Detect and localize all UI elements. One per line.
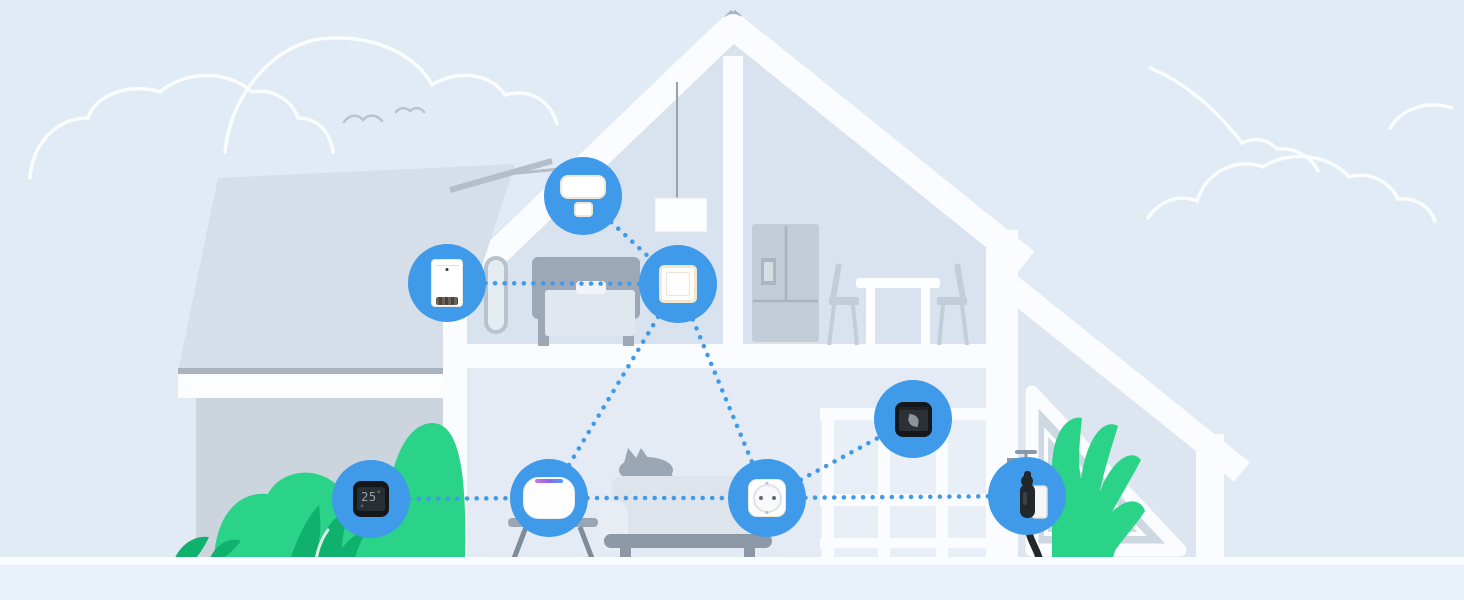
energy-display-icon: [894, 401, 932, 437]
left-bushes: [174, 423, 466, 562]
smart-switch-device[interactable]: [639, 245, 717, 323]
right-plant: [1052, 417, 1145, 560]
room-thermostat-device[interactable]: 25 ° ▲: [332, 460, 410, 538]
energy-monitor-device[interactable]: [874, 380, 952, 458]
annex-wall: [1196, 434, 1224, 560]
power-outlet-icon: [748, 479, 786, 517]
birds: [342, 106, 426, 124]
radiator: [484, 256, 508, 334]
radiator-valve-icon: [431, 259, 463, 307]
dining-set: [827, 263, 969, 346]
wall-switch-icon: [659, 265, 697, 303]
solar-panel: [449, 158, 561, 193]
garage-roof: [178, 164, 515, 371]
ev-charger-device[interactable]: [988, 457, 1066, 535]
table: [856, 278, 940, 346]
heat-indicator-icon: ▲: [359, 503, 365, 509]
leaf-icon: [906, 413, 920, 428]
clouds: [28, 36, 1454, 223]
right-roof: [724, 15, 1035, 273]
thermostat-value: 25: [361, 490, 377, 504]
chair: [827, 263, 859, 346]
roof-peak: [720, 14, 746, 40]
fridge: [752, 224, 819, 342]
couch: [598, 448, 772, 562]
pendant-lamp: [654, 82, 708, 233]
smart-speaker-device[interactable]: [510, 459, 588, 537]
radiator-thermostat-device[interactable]: [408, 244, 486, 322]
smart-plug-device[interactable]: [728, 459, 806, 537]
thermostat-screen: 25 ° ▲: [357, 487, 385, 511]
ground: [0, 557, 1464, 600]
thermostat-degree: °: [376, 490, 381, 498]
wall-mount-sensor-icon: [560, 175, 606, 217]
thermostat-display-icon: 25 ° ▲: [353, 481, 389, 517]
wall-sensor-device[interactable]: [544, 157, 622, 235]
grass-tuft: [290, 505, 367, 560]
smart-speaker-icon: [523, 477, 575, 519]
ev-charger-icon: [1020, 471, 1048, 519]
attic-beam: [723, 56, 743, 348]
chair: [937, 263, 969, 346]
bed: [532, 257, 640, 346]
